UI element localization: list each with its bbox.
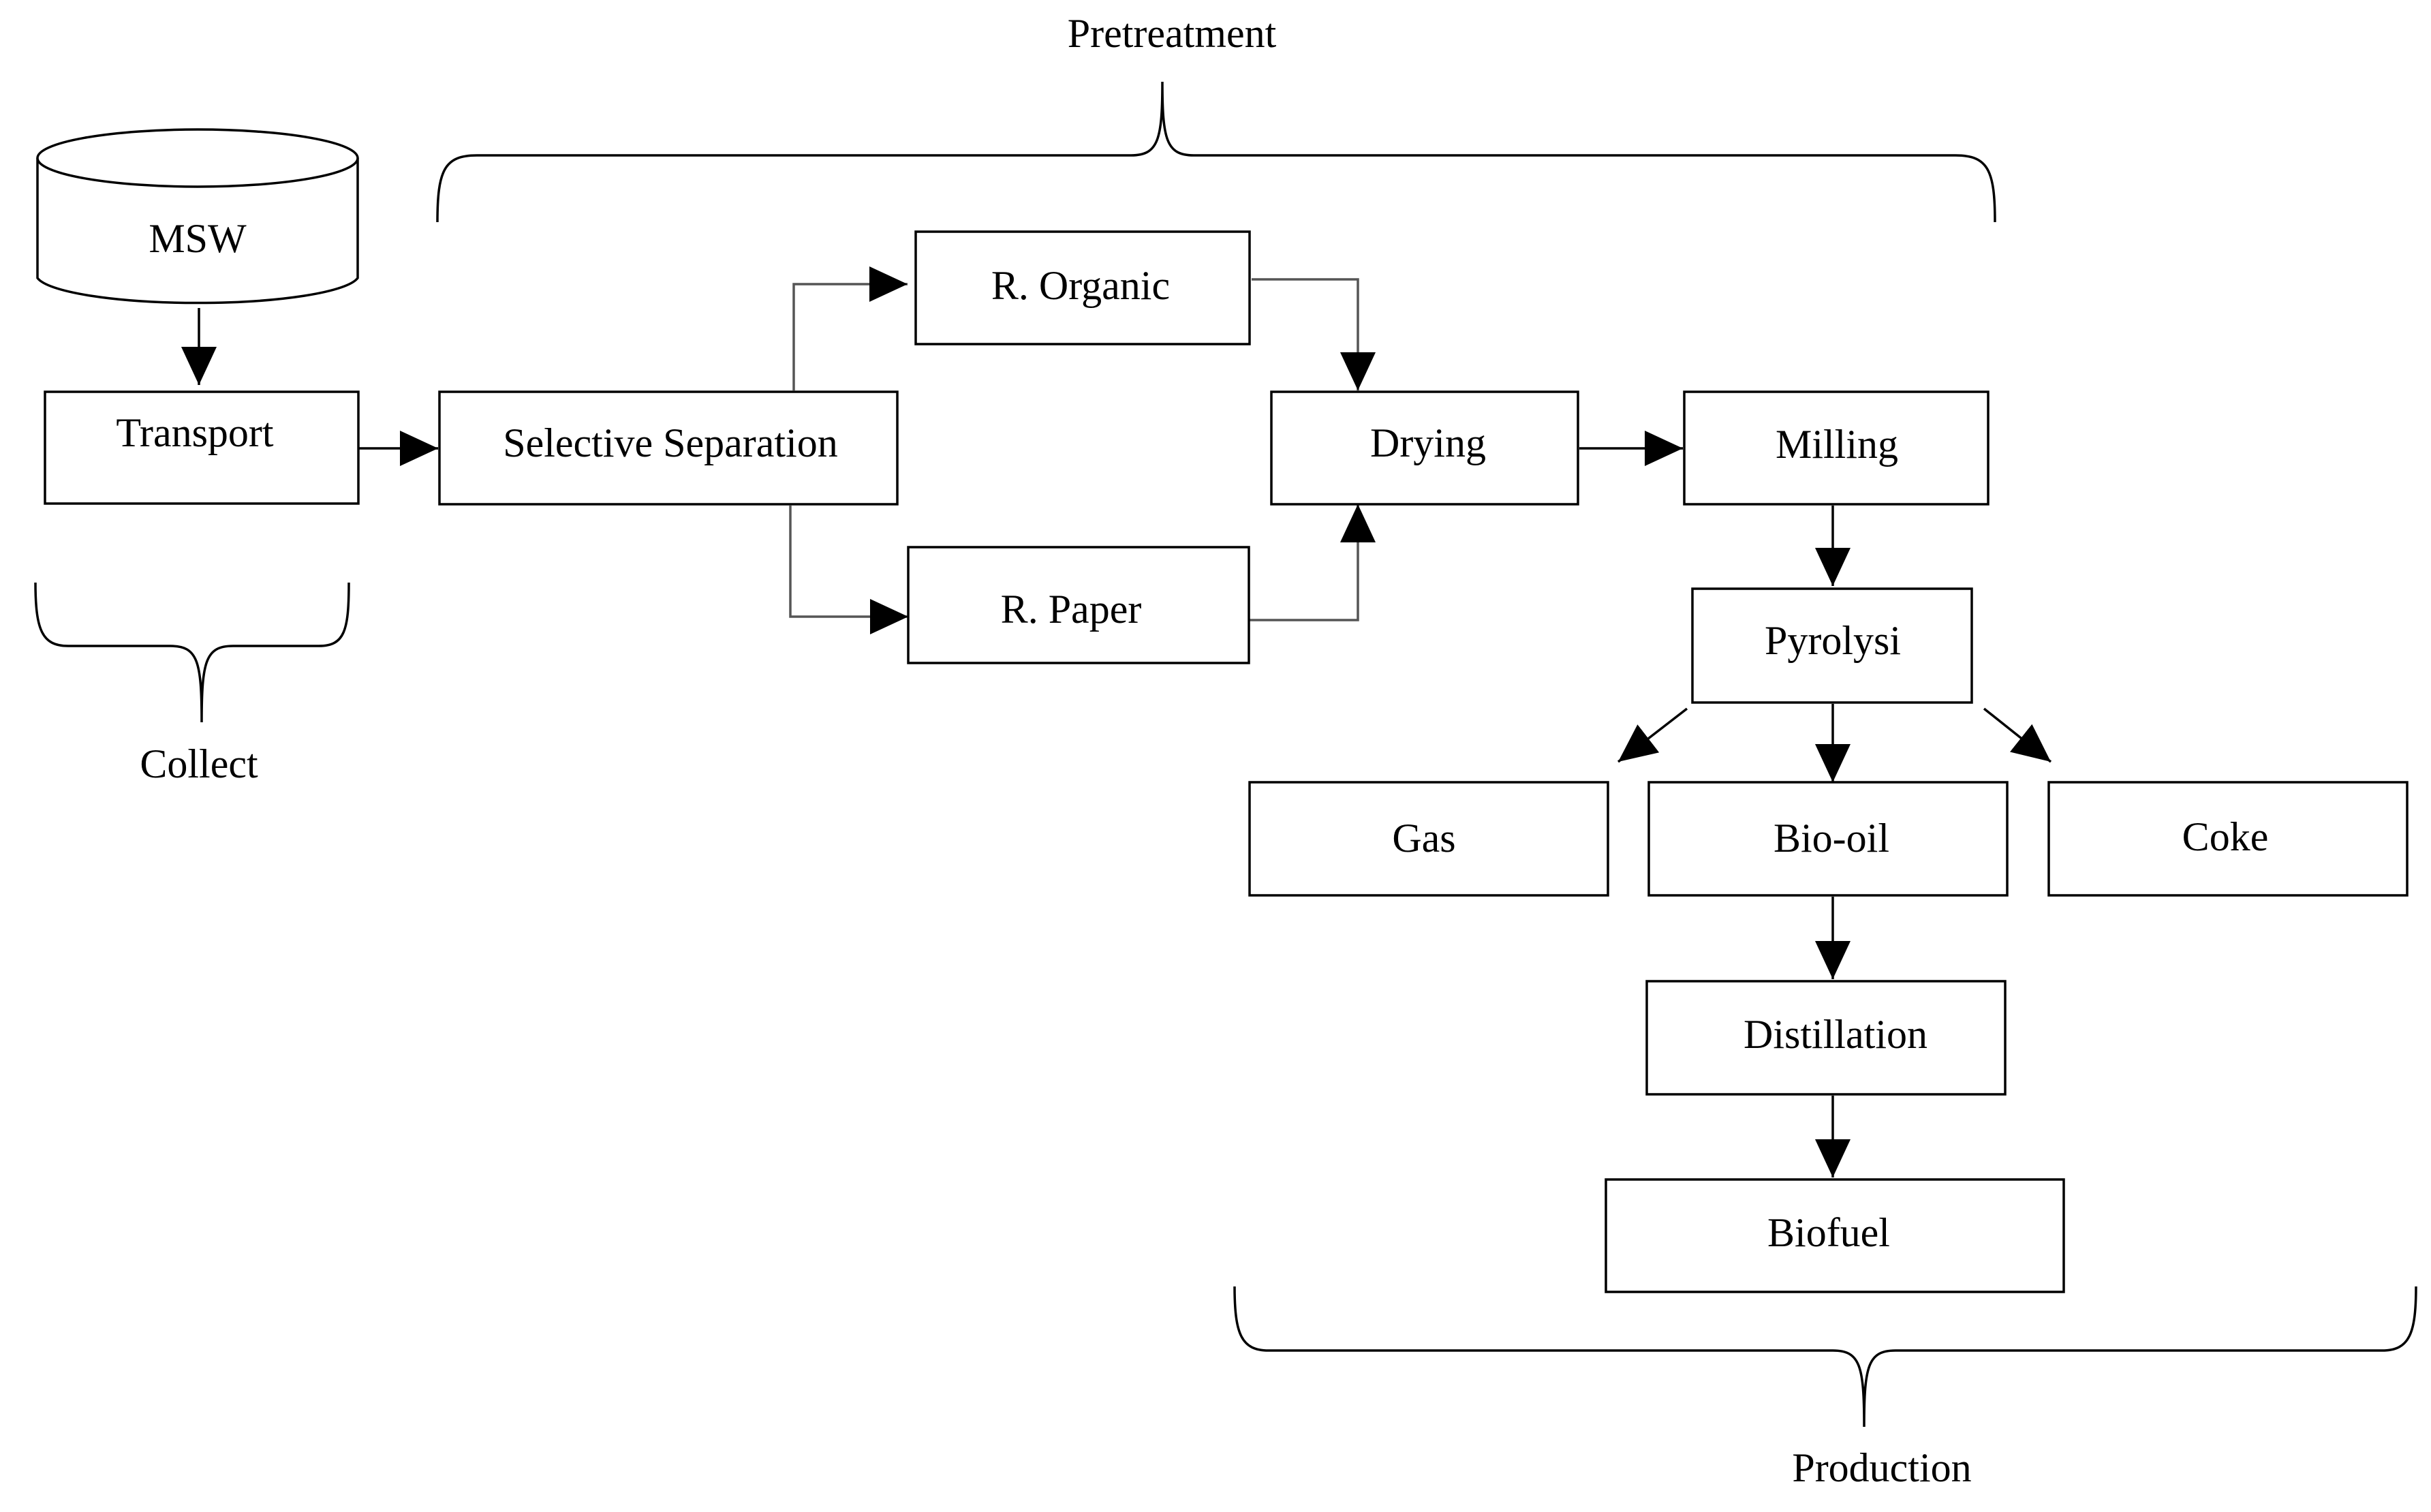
- node-bio-oil: Bio-oil: [1647, 781, 2009, 897]
- production-brace: [1233, 1286, 2417, 1428]
- distillation-label: Distillation: [1744, 1012, 1927, 1057]
- pyrolysi-to-coke-arrow: [1983, 707, 2052, 763]
- node-drying: Drying: [1270, 390, 1579, 506]
- pretreatment-label: Pretreatment: [1068, 11, 1277, 56]
- node-milling: Milling: [1683, 390, 1989, 506]
- drying-label: Drying: [1370, 420, 1486, 465]
- r-paper-label: R. Paper: [1001, 587, 1142, 632]
- msw-cylinder-icon: [36, 158, 359, 305]
- separation-to-organic-arrow: [792, 266, 908, 390]
- node-msw: MSW: [36, 128, 359, 305]
- msw-label: MSW: [149, 216, 247, 261]
- node-r-paper: R. Paper: [907, 546, 1250, 664]
- coke-label: Coke: [2182, 814, 2269, 859]
- collect-label: Collect: [140, 741, 258, 786]
- collect-brace: [34, 582, 350, 723]
- transport-label: Transport: [116, 410, 273, 455]
- bio-oil-label: Bio-oil: [1774, 816, 1889, 861]
- pyrolysi-to-gas-arrow: [1617, 707, 1688, 763]
- selective-separation-label: Selective Separation: [503, 420, 837, 465]
- node-coke: Coke: [2047, 781, 2409, 897]
- production-label: Production: [1792, 1445, 1971, 1490]
- node-biofuel: Biofuel: [1605, 1178, 2065, 1293]
- organic-to-drying-arrow: [1252, 278, 1376, 390]
- separation-to-paper-arrow: [789, 506, 908, 634]
- milling-label: Milling: [1776, 422, 1898, 467]
- pretreatment-brace: [436, 81, 1996, 223]
- paper-to-drying-arrow: [1249, 504, 1376, 621]
- msw-cylinder-top: [36, 128, 359, 188]
- node-transport: Transport: [44, 390, 360, 505]
- node-pyrolysi: Pyrolysi: [1691, 587, 1973, 704]
- biofuel-label: Biofuel: [1767, 1210, 1890, 1255]
- node-selective-separation: Selective Separation: [438, 390, 899, 506]
- r-organic-label: R. Organic: [991, 263, 1170, 308]
- node-r-organic: R. Organic: [914, 230, 1251, 345]
- gas-label: Gas: [1392, 816, 1455, 861]
- node-distillation: Distillation: [1645, 980, 2007, 1096]
- pyrolysi-label: Pyrolysi: [1765, 618, 1901, 663]
- node-gas: Gas: [1248, 781, 1609, 897]
